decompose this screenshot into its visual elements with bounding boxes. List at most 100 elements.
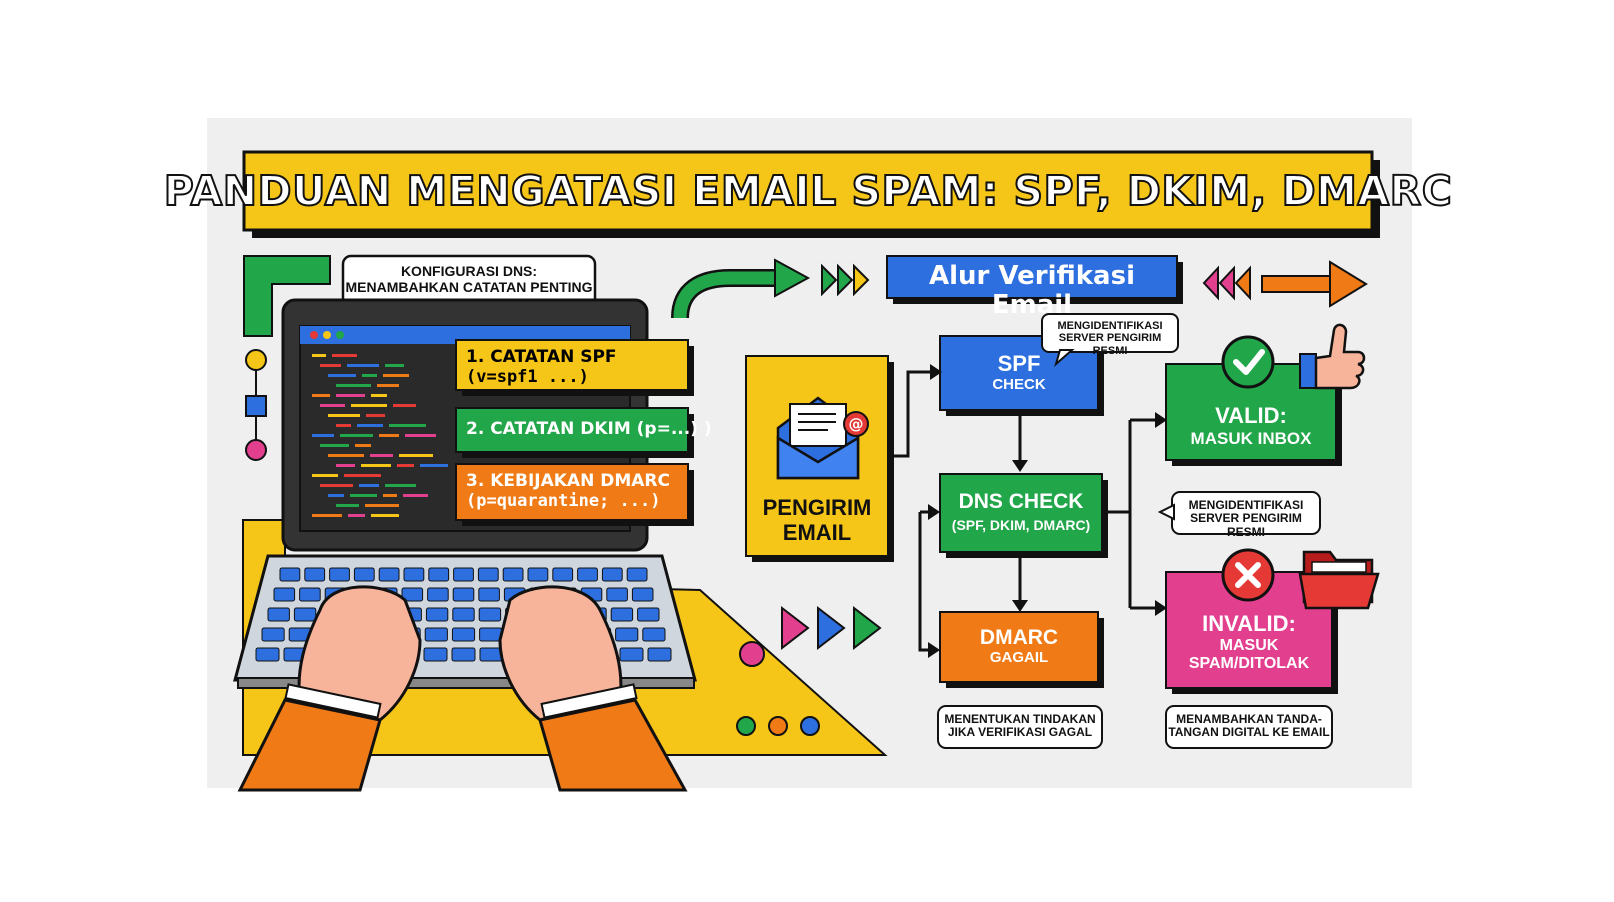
code-line-segment — [370, 454, 393, 457]
keyboard-key — [619, 647, 644, 662]
code-line-segment — [336, 504, 359, 507]
code-line-segment — [362, 374, 377, 377]
keyboard-key — [451, 647, 476, 662]
middle-note-bubble — [1157, 491, 1321, 535]
dns-record-dkim-text: 2. CATATAN DKIM (p=...) ) — [466, 419, 712, 439]
checkmark-icon — [1221, 335, 1275, 389]
dns-record-spf-label: 1. CATATAN SPF — [466, 347, 617, 367]
keyboard-key — [451, 627, 476, 642]
code-line-segment — [357, 424, 383, 427]
valid-subtitle: MASUK INBOX — [1190, 428, 1312, 448]
code-line-segment — [312, 394, 330, 397]
code-line-segment — [359, 484, 379, 487]
code-line-segment — [328, 454, 364, 457]
spf-check-text: SPF CHECK — [940, 351, 1098, 393]
valid-box — [1165, 323, 1366, 466]
flow-title-box — [886, 255, 1183, 304]
keyboard-key — [428, 567, 450, 582]
envelope-icon: @ — [776, 396, 869, 480]
code-line-segment — [312, 354, 326, 357]
sender-label: PENGIRIM EMAIL — [746, 495, 888, 545]
window-min-dot — [323, 331, 331, 339]
spf-note-bubble — [1041, 313, 1179, 367]
title-banner — [242, 150, 1380, 238]
code-line-segment — [393, 404, 416, 407]
keyboard-key — [261, 627, 285, 642]
valid-text: VALID: MASUK INBOX — [1166, 403, 1336, 448]
right-sleeve — [538, 698, 688, 792]
arrow-to-valid-icon — [1155, 412, 1167, 428]
code-line-segment — [348, 514, 365, 517]
dmarc-box — [939, 611, 1104, 688]
code-line-segment — [328, 494, 344, 497]
keyboard-key — [631, 587, 654, 602]
code-line-segment — [332, 354, 357, 357]
keyboard-key — [502, 567, 524, 582]
code-line-segment — [328, 414, 360, 417]
code-line-segment — [383, 374, 409, 377]
arrow-to-spf-icon — [930, 364, 942, 380]
arrow-to-invalid-icon — [1155, 600, 1167, 616]
spf-note: MENGIDENTIFIKASI SERVER PENGIRIM RESMI — [1042, 320, 1178, 357]
keyboard-key — [453, 567, 474, 582]
invalid-subtitle-line-1: MASUK — [1219, 636, 1279, 654]
svg-text:@: @ — [849, 415, 864, 433]
code-line-segment — [355, 444, 371, 447]
keyboard-key — [477, 567, 499, 582]
code-line-segment — [320, 444, 349, 447]
code-line-segment — [344, 474, 381, 477]
code-line-segment — [328, 374, 356, 377]
dmarc-note-line-2: JIKA VERIFIKASI GAGAL — [947, 725, 1093, 740]
invalid-note: MENAMBAHKAN TANDA- TANGAN DIGITAL KE EMA… — [1166, 712, 1332, 740]
flow-connectors — [888, 370, 1155, 652]
keyboard-key — [647, 647, 672, 662]
code-line-segment — [385, 364, 404, 367]
dns-record-dkim-label: 2. CATATAN DKIM (p=...) ) — [466, 419, 712, 439]
keyboard-key — [425, 607, 449, 622]
code-line-segment — [312, 434, 334, 437]
keyboard-key — [478, 587, 500, 602]
spf-check-subtitle: CHECK — [992, 375, 1046, 393]
keyboard-key — [353, 567, 375, 582]
dns-record-dmarc-text: 3. KEBIJAKAN DMARC (p=quarantine; ...) — [466, 471, 670, 511]
code-line-segment — [340, 434, 373, 437]
code-line-segment — [312, 514, 342, 517]
code-line-segment — [320, 404, 345, 407]
sender-label-line-2: EMAIL — [782, 519, 852, 545]
arrow-to-dns-icon — [1012, 460, 1028, 472]
keyboard-key — [552, 567, 574, 582]
code-lines — [312, 354, 448, 517]
orange-arrow-icon — [1202, 260, 1368, 308]
at-sign-icon — [843, 411, 869, 437]
keyboard-key — [478, 607, 502, 622]
dmarc-subtitle: GAGAIL — [989, 648, 1049, 666]
keyboard-key — [329, 567, 350, 582]
keyboard-key — [577, 567, 598, 582]
dns-check-text: DNS CHECK (SPF, DKIM, DMARC) — [940, 490, 1102, 533]
pink-dot-icon — [245, 439, 267, 461]
left-decor — [245, 349, 267, 461]
dmarc-note-line-1: MENENTUKAN TINDAKAN — [944, 712, 1096, 726]
flow-title: Alur Verifikasi Email — [929, 261, 1135, 321]
blue-square-icon — [245, 395, 267, 417]
dns-record-dmarc-label: 3. KEBIJAKAN DMARC — [466, 471, 670, 491]
code-line-segment — [403, 494, 428, 497]
code-line-segment — [379, 434, 399, 437]
window-close-dot — [310, 331, 318, 339]
keyboard-key — [299, 587, 321, 602]
green-curve-arrow-icon — [671, 258, 870, 319]
keyboard-key — [255, 647, 280, 662]
invalid-note-line-1: MENAMBAHKAN TANDA- — [1176, 712, 1322, 726]
code-line-segment — [320, 484, 353, 487]
invalid-note-bubble — [1165, 705, 1333, 749]
keyboard-key — [401, 587, 424, 602]
keyboard-key — [610, 607, 634, 622]
bottom-decor — [736, 605, 882, 736]
keyboard-key — [479, 627, 503, 642]
thumbs-up-icon — [1299, 323, 1366, 390]
middle-note: MENGIDENTIFIKASI SERVER PENGIRIM RESMI — [1172, 498, 1320, 539]
code-line-segment — [366, 414, 385, 417]
keyboard-key — [304, 567, 326, 582]
sender-label-line-1: PENGIRIM — [762, 495, 872, 520]
